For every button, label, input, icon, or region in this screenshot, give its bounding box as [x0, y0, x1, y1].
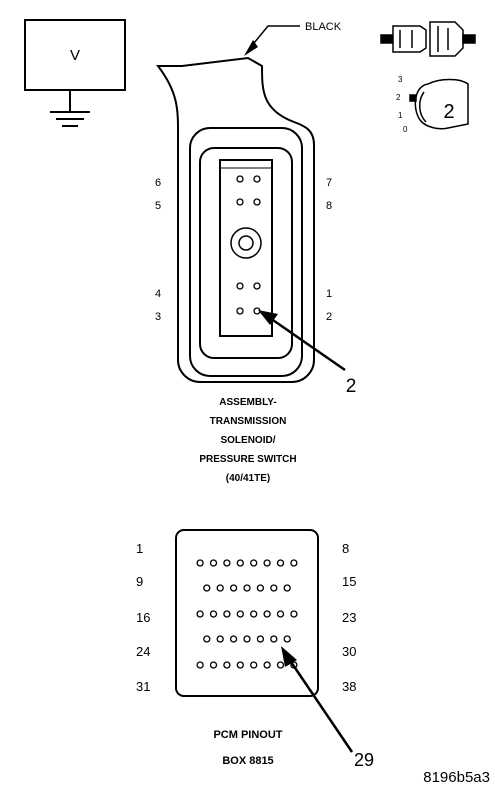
pcm-pin-2: [209, 559, 218, 567]
pcm-pin-35: [250, 661, 258, 669]
solenoid-callout-number: 2: [346, 376, 357, 397]
pcm-pin-30: [283, 635, 291, 643]
pcm-pin-29: [270, 635, 278, 643]
pcm-pin-23: [290, 610, 298, 618]
pcm-row-end-38: 38: [342, 679, 356, 694]
tab-position-1: 1: [398, 111, 403, 120]
voltmeter-label: V: [70, 47, 80, 64]
tab-position-0: 0: [403, 125, 408, 134]
pcm-pin-15: [283, 584, 291, 592]
pcm-pin-19: [236, 610, 244, 618]
solenoid-pin-4: 4: [155, 288, 161, 300]
pcm-pin-25: [216, 635, 224, 643]
solenoid-pin-1: 1: [326, 288, 332, 300]
pcm-pin-14: [270, 584, 278, 592]
solenoid-connector-body: [155, 56, 315, 383]
pcm-pin-12: [243, 584, 251, 592]
solenoid-pin-8: 8: [326, 200, 332, 212]
wire-leader-arrowhead: [244, 40, 258, 56]
solenoid-pin-2: 2: [326, 311, 332, 323]
solenoid-caption-line-1: ASSEMBLY-: [219, 397, 277, 408]
pcm-pin-16: [196, 610, 204, 618]
tab-position-3: 3: [398, 75, 403, 84]
pcm-pin-18: [223, 610, 231, 618]
pcm-row-end-8: 8: [342, 541, 349, 556]
pcm-pin-6: [263, 559, 271, 567]
solenoid-caption-line-5: (40/41TE): [225, 473, 271, 484]
solenoid-callout-leader: [269, 316, 346, 372]
pcm-row-start-24: 24: [136, 644, 150, 659]
pcm-pin-37: [276, 661, 285, 669]
solenoid-pin-6: 6: [155, 177, 161, 189]
pcm-pin-27: [243, 635, 251, 643]
pcm-pin-11: [229, 584, 238, 592]
solenoid-pin-3: 3: [155, 311, 161, 323]
pcm-pin-9: [203, 584, 211, 592]
pcm-pin-7: [276, 559, 285, 567]
pcm-callout-number: 29: [354, 750, 374, 770]
solenoid-callout-arrowhead: [258, 310, 278, 325]
pcm-row-start-1: 1: [136, 541, 143, 556]
pcm-row-start-31: 31: [136, 679, 150, 694]
pcm-pin-17: [209, 610, 218, 618]
pcm-pin-26: [229, 635, 238, 643]
voltmeter-symbol: [24, 19, 126, 127]
pcm-callout-arrowhead: [281, 646, 297, 667]
pcm-row-end-15: 15: [342, 574, 356, 589]
pcm-pin-10: [216, 584, 224, 592]
pcm-pin-20: [250, 610, 258, 618]
pcm-pin-33: [223, 661, 231, 669]
pcm-pin-4: [236, 559, 244, 567]
terminal-tab-icon: [409, 78, 469, 130]
connector-plug-icon: [380, 21, 476, 57]
pcm-pin-22: [276, 610, 285, 618]
wire-leader: [249, 25, 300, 49]
solenoid-pin-7: 7: [326, 177, 332, 189]
pcm-pin-13: [256, 584, 265, 592]
tab-position-2: 2: [396, 93, 401, 102]
pcm-pin-1: [196, 559, 204, 567]
pcm-pin-32: [209, 661, 218, 669]
tab-callout-number: 2: [443, 101, 454, 123]
pcm-pin-21: [263, 610, 271, 618]
pcm-pin-8: [290, 559, 298, 567]
solenoid-caption-line-4: PRESSURE SWITCH: [199, 454, 297, 465]
pcm-caption-line-1: PCM PINOUT: [213, 729, 283, 741]
pcm-row-end-23: 23: [342, 610, 356, 625]
pcm-row-end-30: 30: [342, 644, 356, 659]
pcm-pin-34: [236, 661, 244, 669]
wire-color-label: BLACK: [305, 21, 342, 33]
figure-id: 8196b5a3: [423, 769, 490, 786]
pcm-row-start-16: 16: [136, 610, 150, 625]
solenoid-pin-5: 5: [155, 200, 161, 212]
pcm-row-start-9: 9: [136, 574, 143, 589]
pcm-callout-leader: [285, 655, 354, 753]
pcm-pin-36: [263, 661, 271, 669]
pcm-pin-28: [256, 635, 265, 643]
solenoid-caption-line-2: TRANSMISSION: [209, 416, 287, 427]
pcm-caption-line-2: BOX 8815: [222, 755, 274, 767]
pcm-pin-5: [250, 559, 258, 567]
pcm-pin-31: [196, 661, 204, 669]
pcm-pin-grid: [196, 559, 298, 669]
pcm-pin-3: [223, 559, 231, 567]
pcm-pin-24: [203, 635, 211, 643]
solenoid-caption-line-3: SOLENOID/: [220, 435, 276, 446]
pcm-connector-body: [175, 529, 319, 697]
